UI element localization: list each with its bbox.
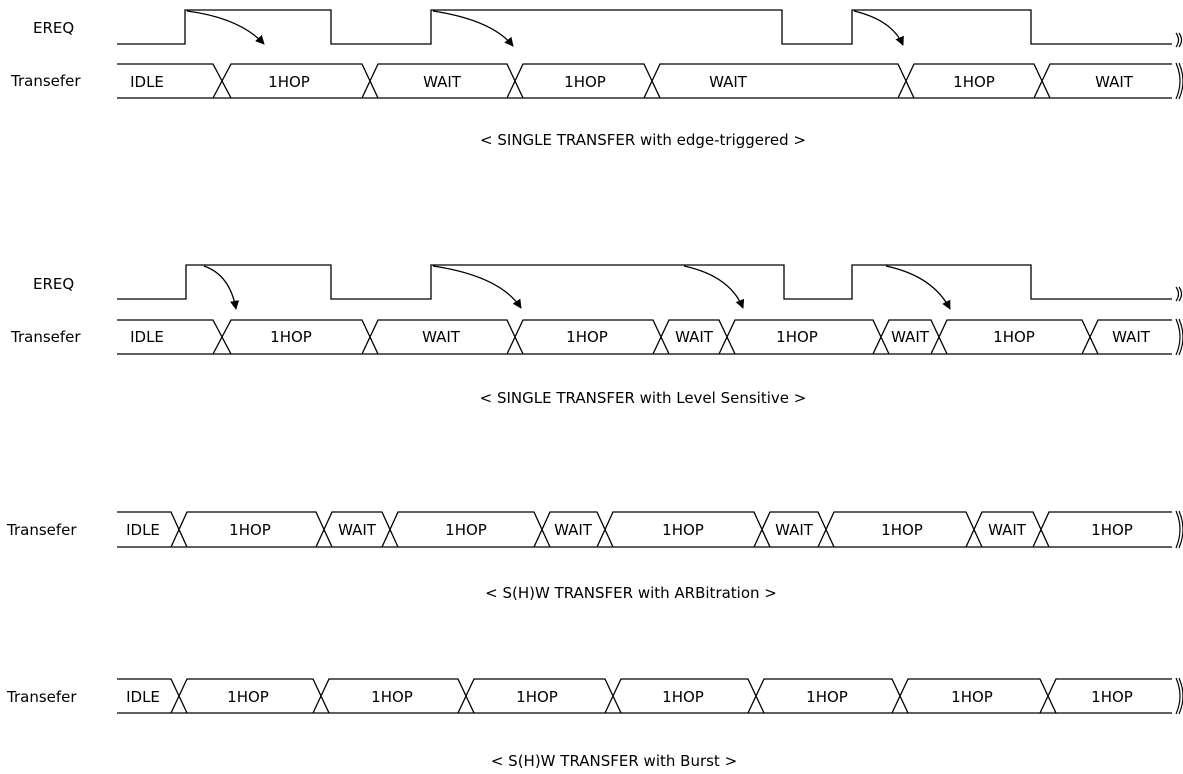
bus-cell-wait: WAIT (1112, 328, 1151, 346)
diagram-level-sensitive: EREQ Transefer IDLE 1HOP WAIT 1HOP WAIT … (10, 264, 1183, 407)
bus-cell-1hop: 1HOP (806, 688, 848, 706)
diagram-arbitration: Transefer IDLE 1HOP WAIT 1HOP WAIT 1HOP … (6, 510, 1183, 602)
bus-cell-wait: WAIT (554, 521, 593, 539)
trigger-arrow (432, 265, 522, 309)
trigger-arrow (186, 10, 265, 45)
trigger-arrow (853, 10, 904, 46)
bus-cell-1hop: 1HOP (1091, 688, 1133, 706)
diagram-caption: < SINGLE TRANSFER with edge-triggered > (480, 131, 806, 149)
bus-cell-1hop: 1HOP (268, 73, 310, 91)
bus-cell-1hop: 1HOP (564, 73, 606, 91)
trigger-arrow (432, 10, 514, 47)
bus-cell-wait: WAIT (423, 73, 462, 91)
bus-cell-wait: WAIT (988, 521, 1027, 539)
transfer-bus-outline (117, 319, 1172, 355)
bus-break-mark (1175, 677, 1183, 715)
trigger-arrow (885, 265, 951, 310)
bus-cell-idle: IDLE (126, 688, 160, 706)
bus-cell-wait: WAIT (422, 328, 461, 346)
bus-cell-1hop: 1HOP (881, 521, 923, 539)
diagram-burst: Transefer IDLE 1HOP 1HOP 1HOP 1HOP 1HOP … (6, 677, 1183, 770)
diagram-caption: < S(H)W TRANSFER with ARBitration > (485, 584, 777, 602)
bus-cell-wait: WAIT (1095, 73, 1134, 91)
bus-cell-1hop: 1HOP (662, 521, 704, 539)
bus-cell-wait: WAIT (775, 521, 814, 539)
signal-break-mark (1175, 286, 1183, 302)
bus-cell-1hop: 1HOP (776, 328, 818, 346)
transfer-label: Transefer (6, 688, 77, 706)
diagram-edge-triggered: EREQ Transefer IDLE 1HOP WAIT 1HOP WAIT … (10, 9, 1183, 149)
trigger-arrow (683, 265, 745, 309)
transfer-bus-outline (117, 511, 1172, 548)
ereq-waveform (117, 264, 1172, 300)
signal-break-mark (1175, 32, 1183, 48)
bus-cell-1hop: 1HOP (566, 328, 608, 346)
bus-cell-1hop: 1HOP (445, 521, 487, 539)
bus-break-mark (1175, 318, 1183, 356)
transfer-label: Transefer (10, 328, 81, 346)
transfer-bus-outline (117, 678, 1172, 714)
trigger-arrow (203, 265, 240, 310)
ereq-label: EREQ (33, 19, 74, 37)
bus-break-mark (1175, 510, 1183, 549)
bus-cell-1hop: 1HOP (951, 688, 993, 706)
bus-cell-1hop: 1HOP (662, 688, 704, 706)
transfer-bus-outline (117, 63, 1172, 99)
bus-cell-1hop: 1HOP (516, 688, 558, 706)
bus-cell-1hop: 1HOP (993, 328, 1035, 346)
bus-cell-1hop: 1HOP (227, 688, 269, 706)
ereq-waveform (117, 9, 1172, 45)
bus-break-mark (1175, 62, 1183, 100)
ereq-label: EREQ (33, 275, 74, 293)
bus-cell-wait: WAIT (709, 73, 748, 91)
diagram-caption: < S(H)W TRANSFER with Burst > (491, 752, 737, 770)
bus-cell-1hop: 1HOP (270, 328, 312, 346)
bus-cell-idle: IDLE (130, 73, 164, 91)
bus-cell-wait: WAIT (338, 521, 377, 539)
transfer-label: Transefer (6, 521, 77, 539)
bus-cell-wait: WAIT (675, 328, 714, 346)
bus-cell-1hop: 1HOP (371, 688, 413, 706)
bus-cell-wait: WAIT (891, 328, 930, 346)
diagram-caption: < SINGLE TRANSFER with Level Sensitive > (480, 389, 807, 407)
bus-cell-1hop: 1HOP (953, 73, 995, 91)
bus-cell-1hop: 1HOP (1091, 521, 1133, 539)
transfer-label: Transefer (10, 72, 81, 90)
bus-cell-idle: IDLE (130, 328, 164, 346)
bus-cell-idle: IDLE (126, 521, 160, 539)
bus-cell-1hop: 1HOP (229, 521, 271, 539)
